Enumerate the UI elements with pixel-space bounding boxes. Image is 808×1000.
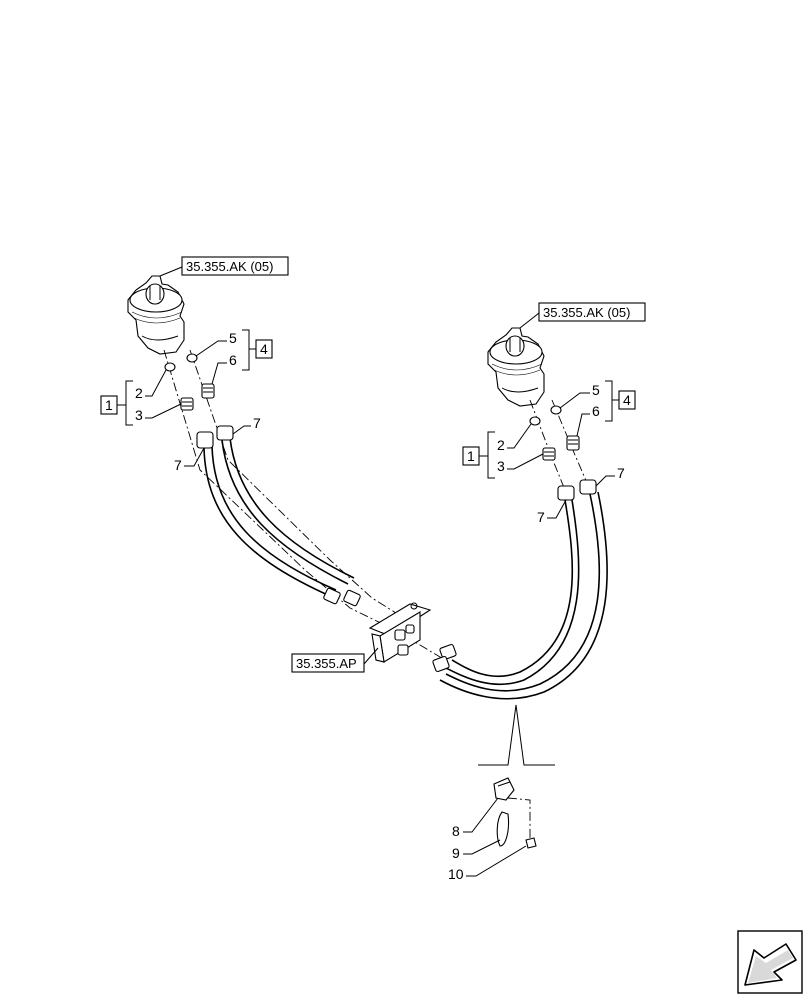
ref-box-top-right bbox=[538, 302, 646, 322]
joystick-right-icon bbox=[487, 327, 545, 407]
ref-valve: 35.355.AP bbox=[296, 656, 357, 671]
callout-left-2: 2 bbox=[135, 385, 143, 401]
callout-right-5: 5 bbox=[592, 382, 600, 398]
detail-pointer bbox=[478, 704, 555, 766]
hose-left-pair-icon bbox=[196, 425, 361, 607]
o-ring-right-5 bbox=[550, 405, 562, 415]
callout-left-5: 5 bbox=[229, 330, 237, 346]
fitting-right-3 bbox=[542, 447, 556, 461]
ref-top-right: 35.355.AK (05) bbox=[543, 305, 630, 320]
ref-top-left: 35.355.AK (05) bbox=[186, 259, 273, 274]
callout-10: 10 bbox=[448, 866, 464, 882]
callout-right-2: 2 bbox=[497, 437, 505, 453]
callout-9: 9 bbox=[452, 845, 460, 861]
callout-right-4: 4 bbox=[623, 392, 631, 408]
callout-right-7b: 7 bbox=[617, 465, 625, 481]
callout-left-1: 1 bbox=[105, 397, 113, 413]
callout-8: 8 bbox=[452, 823, 460, 839]
fitting-left-3 bbox=[180, 397, 194, 411]
callout-right-7a: 7 bbox=[537, 509, 545, 525]
fitting-right-6 bbox=[566, 435, 580, 451]
o-ring-right-2 bbox=[529, 416, 541, 426]
joystick-left-icon bbox=[127, 275, 185, 355]
strap-icon bbox=[496, 811, 510, 847]
callout-left-4: 4 bbox=[260, 341, 268, 357]
callout-left-7a: 7 bbox=[174, 457, 182, 473]
callout-left-7b: 7 bbox=[253, 415, 261, 431]
o-ring-left-2 bbox=[164, 362, 176, 372]
ref-box-valve bbox=[291, 653, 365, 673]
callout-left-6: 6 bbox=[229, 352, 237, 368]
clip-icon bbox=[493, 777, 537, 849]
callout-right-1: 1 bbox=[467, 448, 475, 464]
navigation-arrow-icon[interactable] bbox=[737, 930, 803, 994]
hose-right-pair-icon bbox=[432, 479, 608, 700]
ref-box-top-left bbox=[181, 256, 289, 276]
fitting-left-6 bbox=[201, 383, 215, 399]
o-ring-left-5 bbox=[186, 353, 198, 363]
valve-block-icon bbox=[368, 602, 432, 663]
callout-right-3: 3 bbox=[497, 458, 505, 474]
bolt-icon bbox=[525, 837, 537, 849]
callout-left-3: 3 bbox=[135, 407, 143, 423]
callout-right-6: 6 bbox=[592, 403, 600, 419]
